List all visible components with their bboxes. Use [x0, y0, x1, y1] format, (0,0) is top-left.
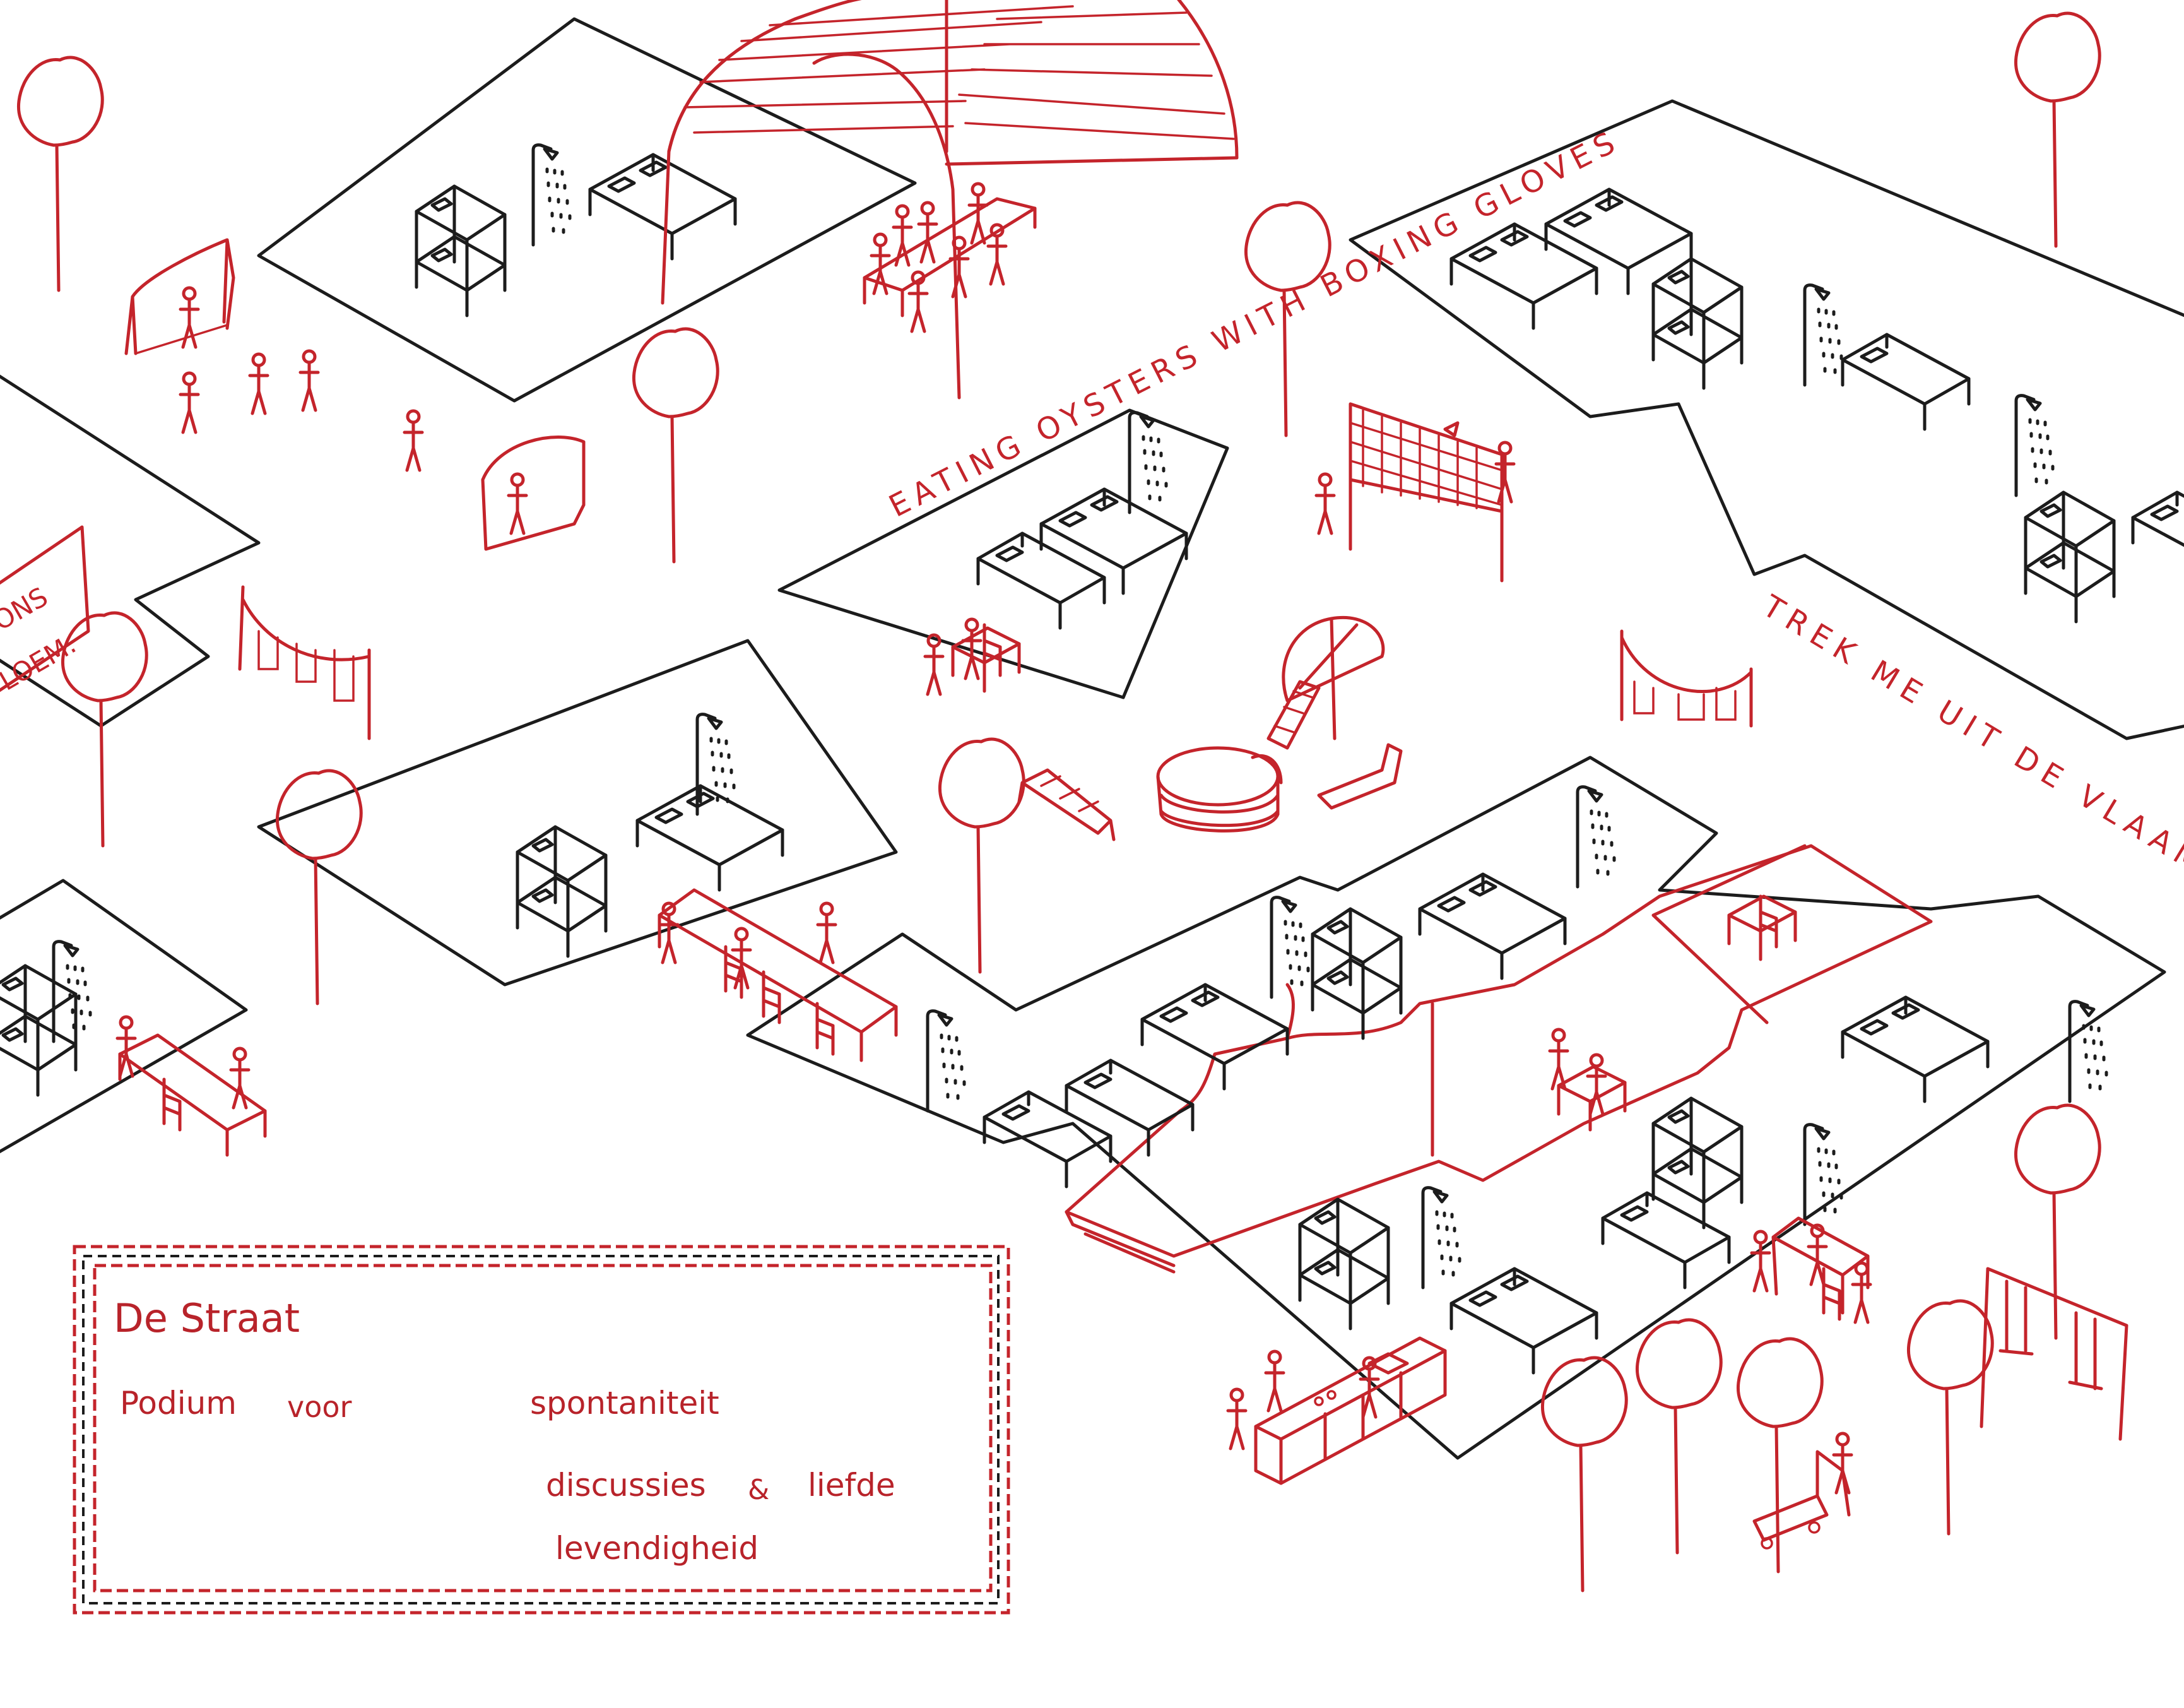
- legend-levendigheid: levendigheid: [555, 1530, 758, 1567]
- bunk-bed: [2026, 492, 2114, 622]
- street-path: [1065, 844, 1933, 1258]
- legend-podium: Podium: [120, 1385, 237, 1421]
- tree: [1908, 1301, 1992, 1534]
- shower-icon: [1578, 787, 1614, 887]
- tree: [1637, 1320, 1721, 1553]
- hand-cart: [1752, 1450, 1851, 1550]
- shower-icon: [1805, 1125, 1841, 1225]
- shower-icon: [533, 145, 570, 245]
- table-with-chairs: [1771, 1216, 1870, 1319]
- platform-bottom-left: [0, 879, 248, 1154]
- double-bed: [590, 155, 735, 259]
- bunk-bed: [1300, 1199, 1388, 1329]
- legend-liefde: liefde: [808, 1467, 895, 1503]
- tree: [634, 329, 717, 562]
- tree: [2016, 13, 2099, 246]
- double-bed: [637, 786, 782, 890]
- tree: [277, 771, 361, 1004]
- legend-discussies: discussies: [546, 1467, 706, 1503]
- volleyball-net: [1316, 402, 1514, 583]
- double-bed: [1142, 985, 1287, 1089]
- single-bed: [1066, 1060, 1193, 1155]
- platform-bottom-right: [746, 756, 2166, 1460]
- legend-voor: voor: [287, 1390, 352, 1424]
- sign-board: [0, 525, 90, 692]
- legend-box: De Straat Podium voor spontaniteit discu…: [73, 1245, 1010, 1615]
- sign-text-line1: ONS: [0, 581, 53, 637]
- legend-title: De Straat: [114, 1295, 300, 1341]
- single-bed: [1603, 1193, 1729, 1288]
- legend-ampersand: &: [748, 1474, 769, 1506]
- shower-icon: [1805, 285, 1841, 385]
- tree: [18, 57, 102, 290]
- swing-set: [1980, 1267, 2128, 1441]
- bunk-bed: [0, 966, 76, 1095]
- platform-top-right: [1349, 99, 2184, 740]
- pool: [1156, 746, 1283, 833]
- goal-frame: [124, 238, 235, 355]
- shower-icon: [2016, 396, 2053, 495]
- arch-greenhouse: [661, 0, 1239, 400]
- double-bed: [1420, 874, 1565, 978]
- annotation-trek-me: TREK ME UIT DE VLAAMSE K: [1756, 588, 2184, 934]
- single-bed: [2133, 492, 2184, 587]
- shower-icon: [1272, 898, 1308, 997]
- goal-frame: [481, 436, 586, 551]
- shower-icon: [1130, 413, 1166, 513]
- platform-center-left: [257, 639, 898, 987]
- shower-icon: [697, 715, 734, 814]
- long-table: [658, 888, 898, 1062]
- oyster-table: [863, 184, 1037, 331]
- tree: [1738, 1339, 1822, 1572]
- table-with-chairs: [953, 625, 1019, 691]
- bunk-bed: [1653, 259, 1742, 388]
- table-with-chairs: [1729, 896, 1795, 959]
- tree: [940, 739, 1024, 972]
- sun-lounger: [1266, 680, 1321, 750]
- laundry-line: [1620, 629, 1753, 728]
- double-bed: [1451, 1269, 1597, 1373]
- platform-middle: [777, 408, 1229, 699]
- kitchen-counter: [1254, 1336, 1447, 1485]
- double-bed: [1041, 489, 1186, 593]
- shower-icon: [1423, 1188, 1460, 1288]
- bunk-bed: [1313, 909, 1401, 1038]
- single-bed: [1843, 335, 1969, 429]
- sun-lounger: [1317, 743, 1403, 810]
- bunk-bed: [1653, 1098, 1742, 1228]
- bunk-bed: [416, 186, 505, 316]
- parasol: [1282, 616, 1385, 740]
- long-table: [118, 1033, 267, 1157]
- platform-left-top: [0, 374, 261, 728]
- double-bed: [1843, 997, 1988, 1101]
- laundry-line: [238, 585, 371, 740]
- sun-lounger: [1017, 768, 1116, 841]
- legend-spontaniteit: spontaniteit: [530, 1385, 719, 1421]
- bunk-bed: [517, 827, 606, 956]
- shower-icon: [928, 1011, 964, 1111]
- platform-top-left: [257, 17, 917, 403]
- tree: [2016, 1105, 2099, 1338]
